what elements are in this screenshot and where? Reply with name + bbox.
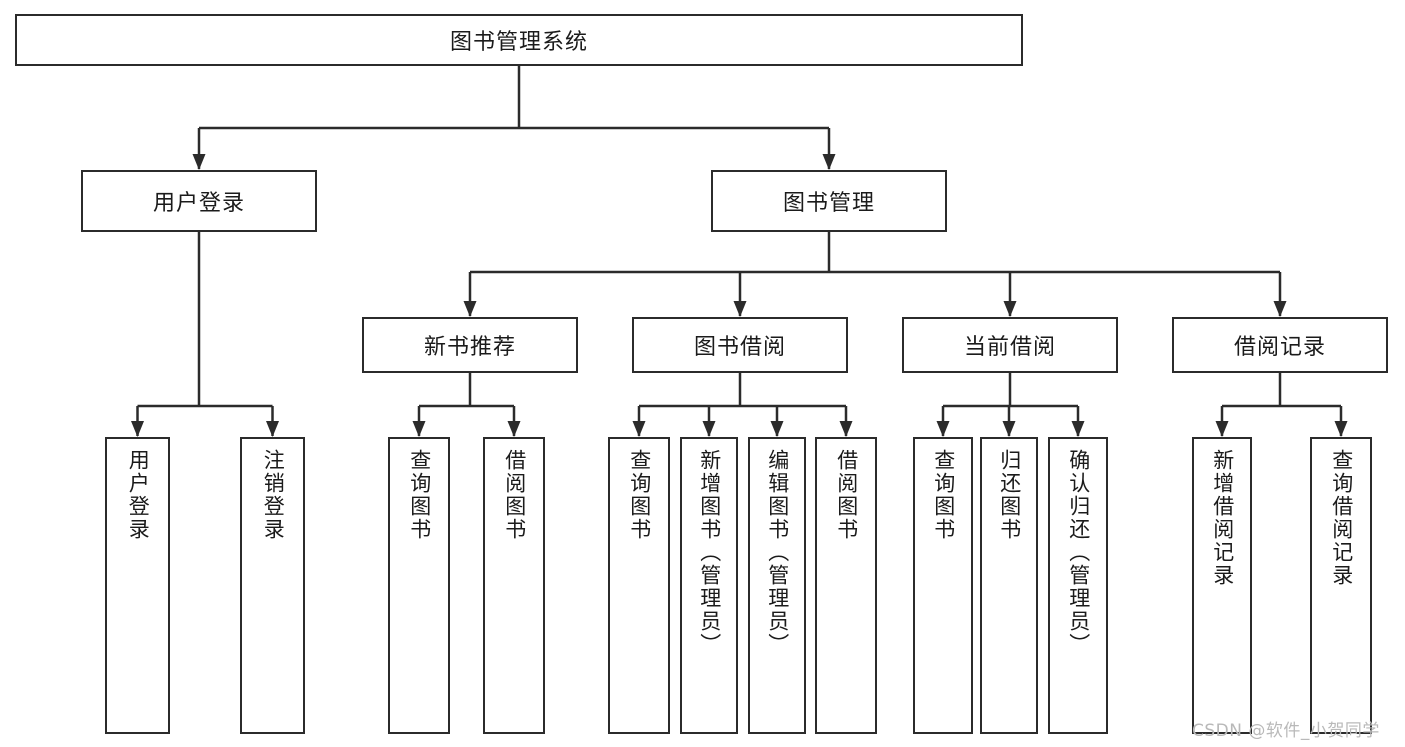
node-label: 借阅图书 <box>834 449 859 541</box>
csdn-watermark: CSDN @软件_小贺同学 <box>1192 721 1380 741</box>
node-leaf-borrow-book[interactable]: 借阅图书 <box>815 437 877 734</box>
node-borrow-record[interactable]: 借阅记录 <box>1172 317 1388 373</box>
node-label: 用户登录 <box>152 191 245 216</box>
node-new-book-rec[interactable]: 新书推荐 <box>362 317 578 373</box>
node-label: 图书管理系统 <box>449 30 588 55</box>
node-label: 用户登录 <box>126 449 151 541</box>
node-leaf-user-login[interactable]: 用户登录 <box>105 437 170 734</box>
node-label: 查询图书 <box>931 449 956 541</box>
node-book-borrow[interactable]: 图书借阅 <box>632 317 848 373</box>
node-leaf-query-book-rec[interactable]: 查询图书 <box>388 437 450 734</box>
node-label: 图书借阅 <box>693 335 786 360</box>
node-leaf-edit-book[interactable]: 编辑图书（管理员） <box>748 437 806 734</box>
node-root-book-management-system[interactable]: 图书管理系统 <box>15 14 1023 66</box>
node-label: 确认归还（管理员） <box>1066 449 1091 656</box>
node-label: 查询图书 <box>407 449 432 541</box>
node-leaf-query-record[interactable]: 查询借阅记录 <box>1310 437 1372 734</box>
node-label: 新增图书（管理员） <box>697 449 722 656</box>
node-leaf-user-logout[interactable]: 注销登录 <box>240 437 305 734</box>
node-label: 编辑图书（管理员） <box>765 449 790 656</box>
node-leaf-confirm-return[interactable]: 确认归还（管理员） <box>1048 437 1108 734</box>
node-leaf-query-book-borrow[interactable]: 查询图书 <box>608 437 670 734</box>
node-label: 当前借阅 <box>963 335 1056 360</box>
node-label: 借阅图书 <box>502 449 527 541</box>
node-label: 借阅记录 <box>1233 335 1326 360</box>
node-label: 新增借阅记录 <box>1210 449 1235 587</box>
node-leaf-add-record[interactable]: 新增借阅记录 <box>1192 437 1252 734</box>
node-leaf-add-book[interactable]: 新增图书（管理员） <box>680 437 738 734</box>
node-label: 查询借阅记录 <box>1329 449 1354 587</box>
node-current-borrow[interactable]: 当前借阅 <box>902 317 1118 373</box>
node-label: 归还图书 <box>997 449 1022 541</box>
node-label: 注销登录 <box>261 449 286 541</box>
node-leaf-return-book[interactable]: 归还图书 <box>980 437 1038 734</box>
node-leaf-query-book-cur[interactable]: 查询图书 <box>913 437 973 734</box>
node-label: 查询图书 <box>627 449 652 541</box>
node-user-login[interactable]: 用户登录 <box>81 170 317 232</box>
node-label: 新书推荐 <box>423 335 516 360</box>
node-leaf-borrow-book-rec[interactable]: 借阅图书 <box>483 437 545 734</box>
node-label: 图书管理 <box>782 191 875 216</box>
node-book-manage[interactable]: 图书管理 <box>711 170 947 232</box>
